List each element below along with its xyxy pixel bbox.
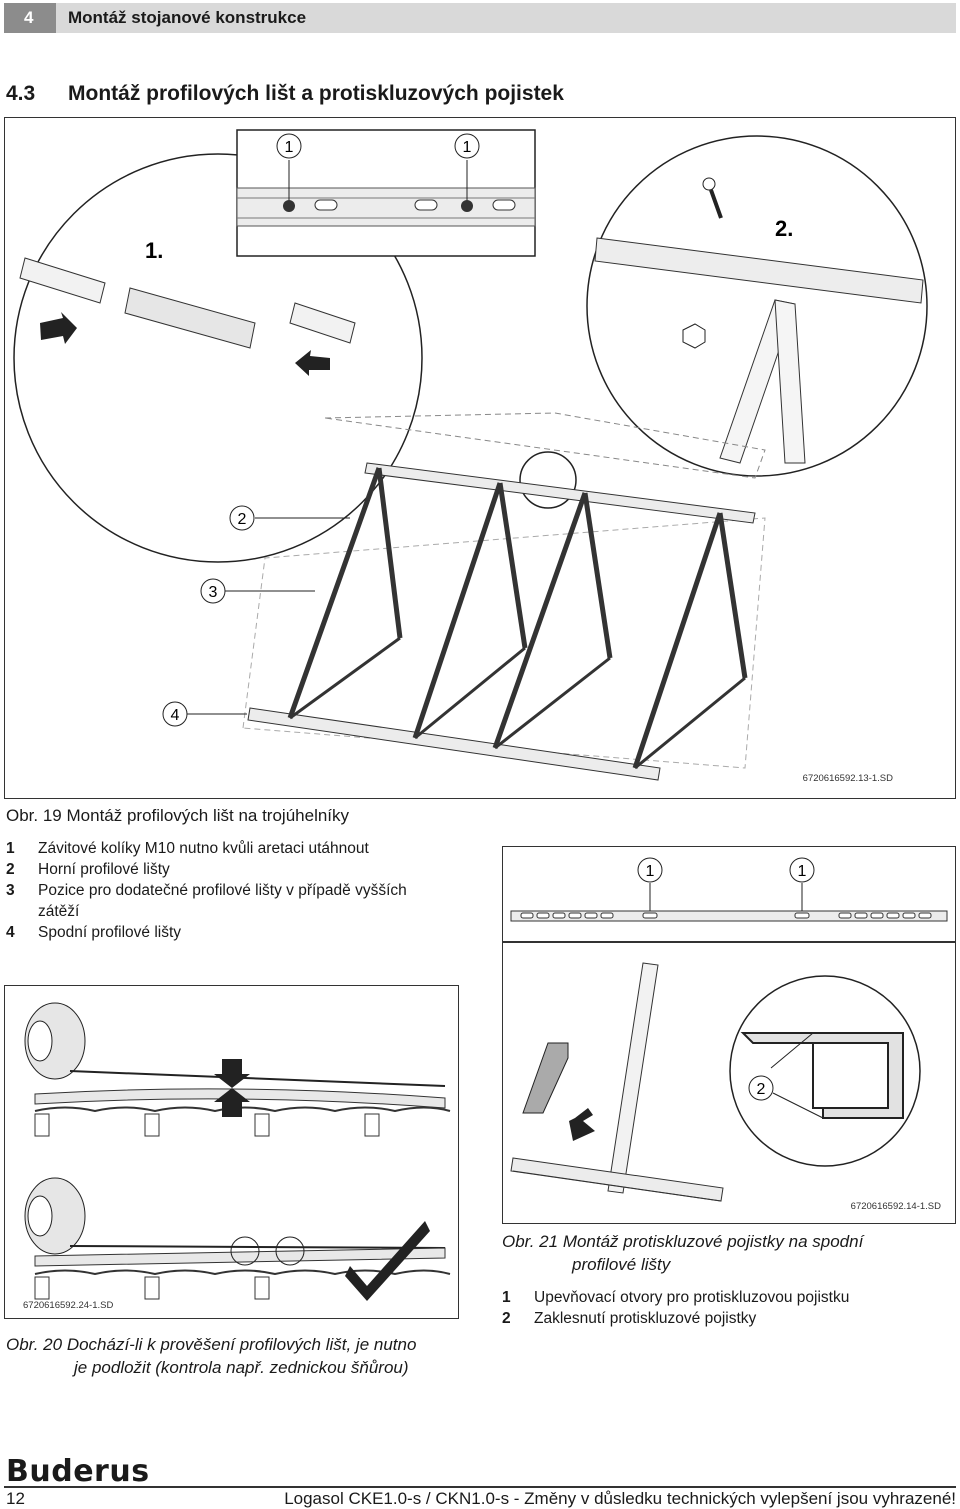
chapter-title: Montáž stojanové konstrukce — [68, 8, 307, 27]
chapter-number: 4 — [4, 3, 56, 33]
callout-4: 4 — [171, 707, 180, 724]
arrow-up-icon — [214, 1088, 250, 1117]
checkmark-icon — [345, 1221, 430, 1301]
rail-holes-drawing: 1 1 — [510, 857, 948, 922]
step-2-label: 2. — [775, 216, 793, 241]
figure-21-caption-prefix: Obr. 21 — [502, 1232, 559, 1251]
figure-20-caption-line2: je podložit (kontrola např. zednickou šň… — [74, 1358, 409, 1377]
page-number: 12 — [6, 1489, 25, 1508]
figure-19-caption-text: Montáž profilových lišt na trojúhelníky — [66, 806, 350, 825]
figure-20-frame: 6720616592.24-1.SD — [4, 985, 459, 1319]
chapter-header-bar — [4, 3, 956, 33]
figure-20-code: 6720616592.24-1.SD — [23, 1300, 113, 1311]
callout-2-fig21: 2 — [757, 1081, 766, 1098]
detail-circle — [729, 975, 921, 1167]
step-1-label: 1. — [145, 238, 163, 263]
legend-item: zátěží — [38, 903, 80, 920]
callout-1a: 1 — [285, 139, 294, 156]
figure-19-frame: 1 1 1. 2. — [4, 117, 956, 799]
callout-2: 2 — [238, 511, 247, 528]
figure-21-caption: Obr. 21 Montáž protiskluzové pojistky na… — [502, 1230, 952, 1276]
figure-19-code: 6720616592.13-1.SD — [803, 773, 893, 784]
rail-callout-1a: 1 — [646, 863, 655, 880]
figure-21-caption-line1: Montáž protiskluzové pojistky na spodní — [562, 1232, 864, 1251]
figure-19-caption-prefix: Obr. 19 — [6, 806, 62, 825]
bolt-hole-2 — [461, 200, 473, 212]
buderus-logo: Buderus — [6, 1454, 150, 1489]
section-title: Montáž profilových lišt a protiskluzovýc… — [68, 82, 564, 105]
footer-divider — [4, 1486, 956, 1488]
figure-21-frame: 2 6720616592.14-1.SD — [502, 942, 956, 1224]
bolt-hole-1 — [283, 200, 295, 212]
figure-21-drawing: 2 6720616592.14-1.SD — [510, 962, 941, 1212]
rail-callout-1b: 1 — [798, 863, 807, 880]
figure-21-caption-line2: profilové lišty — [572, 1255, 671, 1274]
arrow-left-icon — [295, 350, 330, 376]
arrow-down-icon — [214, 1059, 250, 1088]
arrow-right-icon — [40, 312, 77, 344]
figure-20-caption-prefix: Obr. 20 — [6, 1335, 63, 1354]
rail-holes-figure: 1 1 — [502, 846, 956, 942]
figure-20-caption-line1: Dochází-li k prověšení profilových lišt,… — [66, 1335, 417, 1354]
figure-20-drawing: 6720616592.24-1.SD — [23, 1002, 451, 1311]
detail-circle-step2 — [586, 135, 928, 477]
detail-circle-step1 — [13, 153, 423, 563]
arrow-down-icon — [569, 1108, 595, 1141]
figure-19-drawing: 1 1 1. 2. — [13, 129, 928, 784]
section-number: 4.3 — [6, 82, 36, 105]
nut-icon — [682, 323, 706, 349]
figure-21-code: 6720616592.14-1.SD — [851, 1201, 941, 1212]
figure-19-caption: Obr. 19 Montáž profilových lišt na trojú… — [6, 806, 349, 826]
detail-marker-circle — [519, 451, 577, 509]
figure-20-caption: Obr. 20 Dochází-li k prověšení profilový… — [6, 1333, 476, 1379]
footer-text: Logasol CKE1.0-s / CKN1.0-s - Změny v dů… — [284, 1489, 956, 1508]
callout-3: 3 — [209, 584, 218, 601]
anti-slip-clip-icon — [522, 1042, 569, 1114]
callout-1b: 1 — [463, 139, 472, 156]
